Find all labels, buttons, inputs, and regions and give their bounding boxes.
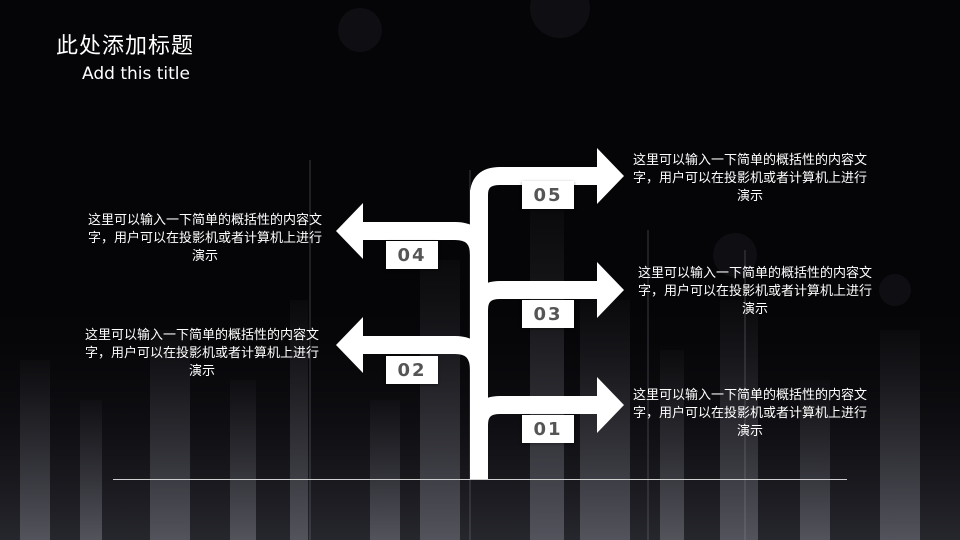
baseline-divider	[113, 479, 847, 480]
arrow-path-03	[470, 281, 600, 311]
step-description-05: 这里可以输入一下简单的概括性的内容文字，用户可以在投影机或者计算机上进行演示	[632, 153, 867, 204]
step-number-05: 05	[522, 181, 574, 209]
arrow-path-05	[470, 167, 600, 196]
arrow-path-04	[360, 222, 488, 256]
arrow-path-02	[360, 336, 488, 371]
step-number-02: 02	[386, 356, 438, 384]
arrowhead-02	[336, 317, 363, 373]
step-description-01: 这里可以输入一下简单的概括性的内容文字，用户可以在投影机或者计算机上进行演示	[632, 388, 867, 439]
step-number-04: 04	[386, 241, 438, 269]
arrowhead-01	[597, 377, 624, 433]
arrowhead-04	[336, 203, 363, 259]
step-description-03: 这里可以输入一下简单的概括性的内容文字，用户可以在投影机或者计算机上进行演示	[637, 266, 872, 317]
step-description-02: 这里可以输入一下简单的概括性的内容文字，用户可以在投影机或者计算机上进行演示	[84, 328, 319, 379]
slide-subtitle: Add this title	[82, 64, 190, 84]
step-description-04: 这里可以输入一下简单的概括性的内容文字，用户可以在投影机或者计算机上进行演示	[87, 213, 322, 264]
step-number-01: 01	[522, 415, 574, 443]
arrowhead-05	[597, 148, 624, 204]
slide-title: 此处添加标题	[56, 34, 195, 59]
arrow-path-01	[470, 396, 600, 426]
step-number-03: 03	[522, 300, 574, 328]
arrowhead-03	[597, 262, 624, 318]
